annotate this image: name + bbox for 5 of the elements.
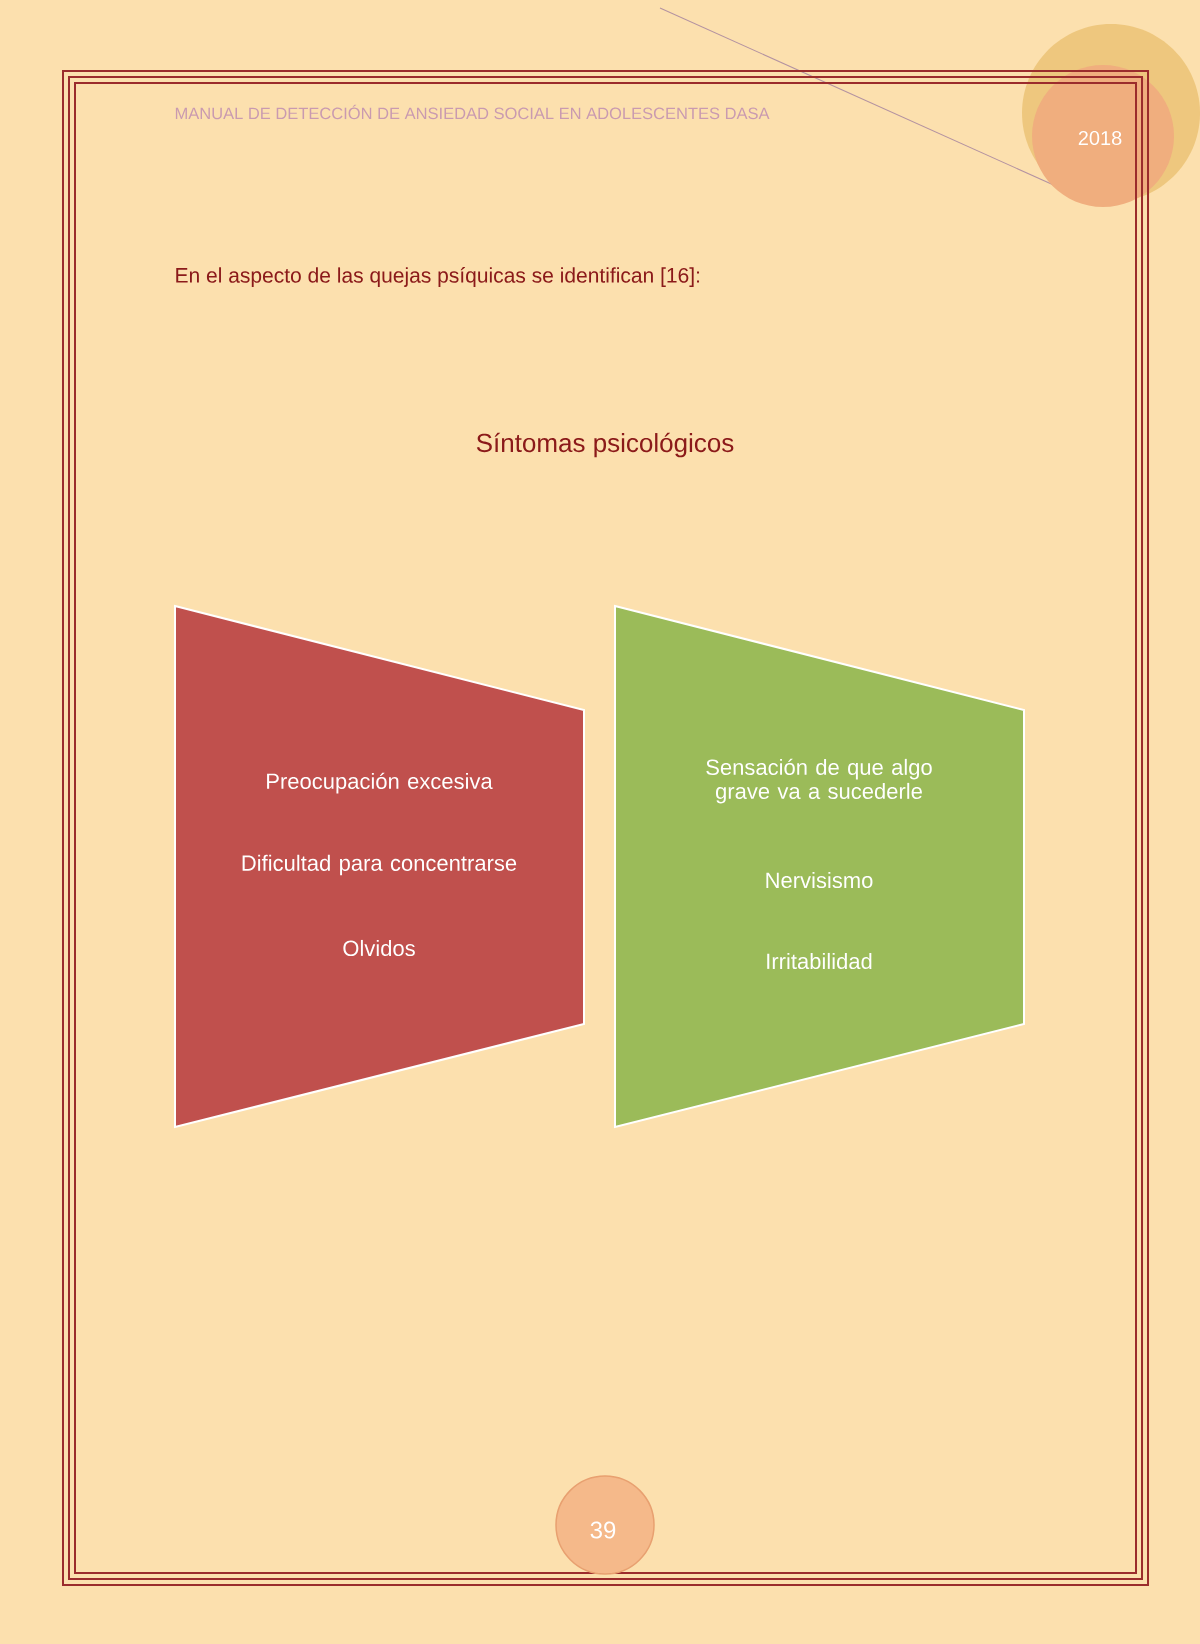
page-number: 39 [590,1521,616,1539]
year-label: 2018 [1078,130,1122,146]
title: Síntomas psicológicos [476,432,734,458]
running-header: MANUAL DE DETECCIÓN DE ANSIEDAD SOCIAL EN ADOLESCENTES DASA [175,104,770,120]
intro-sentence: En el aspecto de las quejas psíquicas se identifican [16]: [176,267,699,287]
